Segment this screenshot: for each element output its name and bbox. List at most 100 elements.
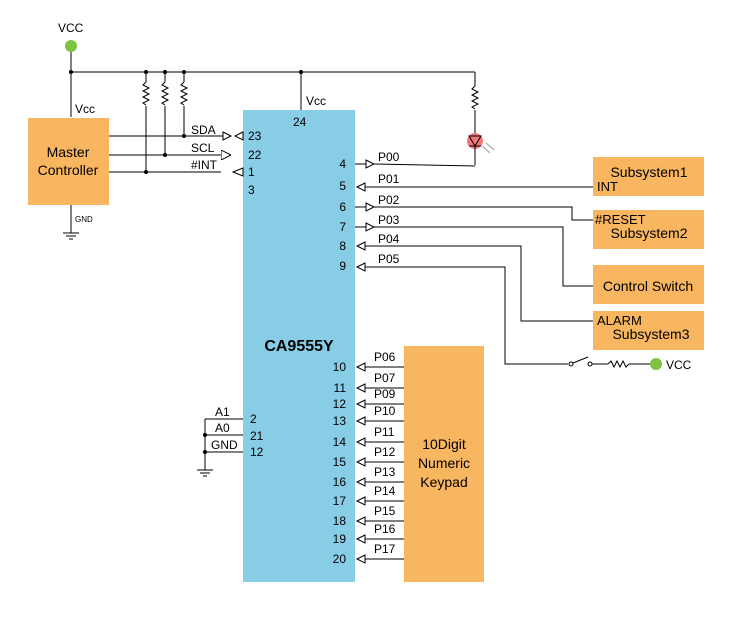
subsystem3-title: Subsystem3	[612, 326, 689, 342]
port1-pin-13: 13	[333, 414, 347, 428]
chip-vcc-label: Vcc	[306, 94, 326, 108]
pin-1: 1	[248, 165, 255, 179]
input-arrow	[355, 399, 366, 409]
pin-12: 12	[250, 445, 264, 459]
addr-gnd-label: GND	[211, 438, 238, 452]
control-switch-label: Control Switch	[603, 278, 693, 294]
port0-pin-5: 5	[339, 179, 346, 193]
input-arrow	[355, 416, 366, 426]
chip-name: CA9555Y	[264, 338, 334, 355]
pin-23: 23	[248, 129, 262, 143]
pin-3: 3	[248, 183, 255, 197]
master-ground	[63, 205, 79, 240]
input-arrow	[355, 477, 366, 487]
vcc-top-dot	[65, 40, 77, 52]
port1-pin-16: 16	[333, 475, 347, 489]
port1-signal-p09: P09	[374, 387, 396, 401]
port1-wires	[355, 362, 404, 564]
port1-pin-20: 20	[333, 552, 347, 566]
input-arrow	[355, 457, 366, 467]
switch-contact-icon	[568, 361, 574, 367]
port0-signal-p00: P00	[378, 150, 400, 164]
port0-signal-p05: P05	[378, 252, 400, 266]
port1-signal-p10: P10	[374, 404, 396, 418]
subsystem3-alarm-label: ALARM	[597, 313, 642, 328]
master-title-line2: Controller	[38, 162, 99, 178]
subsystem3-block	[593, 311, 704, 350]
i2c-bus-wires	[109, 131, 244, 177]
subsystem2-block	[593, 210, 704, 249]
subsystem1-block	[593, 157, 704, 196]
port0-signal-p02: P02	[378, 193, 400, 207]
pullup-resistors	[141, 72, 189, 174]
control-switch-block	[593, 265, 704, 304]
port1-signal-p06: P06	[374, 350, 396, 364]
port1-signal-p13: P13	[374, 465, 396, 479]
port1-signal-p17: P17	[374, 542, 396, 556]
port0-signal-p03: P03	[378, 213, 400, 227]
led-glow	[467, 133, 483, 149]
subsystem2-title: Subsystem2	[610, 225, 687, 241]
input-arrow	[355, 516, 366, 526]
vcc-bottom-dot	[650, 358, 662, 370]
led-icon	[468, 135, 482, 147]
port1-signal-p12: P12	[374, 445, 396, 459]
port0-pin-4: 4	[339, 157, 346, 171]
input-arrow	[355, 554, 366, 564]
a1-label: A1	[215, 405, 230, 419]
port1-signal-p15: P15	[374, 504, 396, 518]
port1-pin-15: 15	[333, 455, 347, 469]
master-controller-block	[28, 118, 109, 205]
port1-pin-14: 14	[333, 435, 347, 449]
chip-body	[243, 110, 355, 582]
subsystem1-int-label: INT	[597, 179, 618, 194]
port1-pin-18: 18	[333, 514, 347, 528]
port1-signal-p11: P11	[374, 425, 395, 439]
led-branch	[467, 72, 495, 165]
subsystem2-reset-label: #RESET	[595, 212, 646, 227]
input-arrow	[355, 383, 366, 393]
port0-labels: 4 P00 5 P01 6 P02 7 P03 8 P04 9 P05	[339, 150, 399, 273]
port0-signal-p04: P04	[378, 232, 400, 246]
pin-2: 2	[250, 412, 257, 426]
vcc-top-label: VCC	[58, 21, 84, 35]
vcc-bottom-label: VCC	[666, 358, 692, 372]
input-arrow	[355, 437, 366, 447]
keypad-line3: Keypad	[420, 474, 467, 490]
port0-signal-p01: P01	[378, 172, 400, 186]
pin-21: 21	[250, 429, 264, 443]
subsystem1-title: Subsystem1	[610, 164, 687, 180]
port1-signal-p14: P14	[374, 484, 396, 498]
port1-pin-17: 17	[333, 494, 347, 508]
port0-pin-8: 8	[339, 239, 346, 253]
port0-pin-9: 9	[339, 259, 346, 273]
port1-labels: 10 P06 11 P07 12 P09 13 P10 14 P11 15 P12 16 P13 17 P14…	[333, 350, 396, 566]
vcc-rail	[65, 40, 475, 117]
address-wires	[197, 418, 243, 477]
port0-pin-6: 6	[339, 200, 346, 214]
port1-signal-p07: P07	[374, 371, 396, 385]
sda-label: SDA	[191, 123, 216, 137]
port0-pin-7: 7	[339, 220, 346, 234]
port1-pin-19: 19	[333, 532, 347, 546]
input-arrow	[355, 362, 366, 372]
pin-22: 22	[248, 148, 262, 162]
keypad-block	[404, 346, 484, 582]
keypad-line2: Numeric	[418, 455, 470, 471]
port1-pin-10: 10	[333, 360, 347, 374]
input-arrow	[355, 496, 366, 506]
int-label: #INT	[191, 158, 218, 172]
port0-wires	[355, 159, 662, 370]
input-arrow	[355, 534, 366, 544]
master-title-line1: Master	[47, 144, 90, 160]
port1-pin-11: 11	[334, 381, 347, 395]
port1-pin-12: 12	[333, 397, 347, 411]
keypad-line1: 10Digit	[422, 436, 466, 452]
port1-signal-p16: P16	[374, 522, 396, 536]
master-gnd-label: GND	[75, 215, 93, 224]
master-vcc-label: Vcc	[75, 102, 95, 116]
chip-vcc-pin: 24	[293, 115, 307, 129]
scl-label: SCL	[191, 141, 215, 155]
a0-label: A0	[215, 421, 230, 435]
